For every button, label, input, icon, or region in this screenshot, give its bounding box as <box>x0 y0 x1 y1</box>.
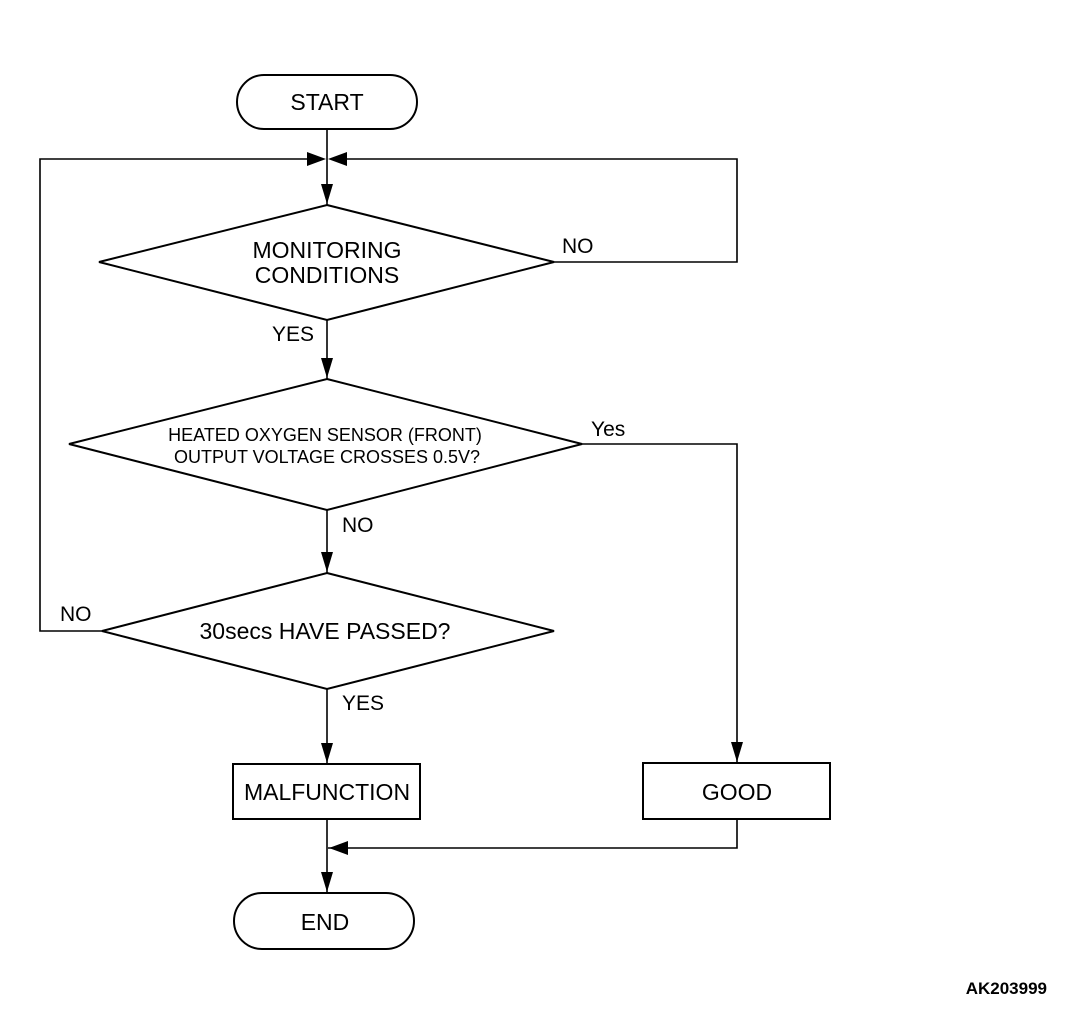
arrowhead-left <box>329 841 348 855</box>
label-monitoring-yes: YES <box>272 323 314 346</box>
decision-monitoring-conditions: MONITORING CONDITIONS <box>98 203 555 322</box>
decision-timer-text: 30secs HAVE PASSED? <box>200 618 451 644</box>
arrowhead-down <box>321 552 333 572</box>
label-sensor-yes: Yes <box>591 418 625 441</box>
decision-sensor-crosses: HEATED OXYGEN SENSOR (FRONT) OUTPUT VOLT… <box>68 377 583 512</box>
arrowhead-right <box>307 152 326 166</box>
malfunction-box <box>232 763 421 820</box>
arrowhead-down <box>731 742 743 762</box>
decision-sensor-line2: OUTPUT VOLTAGE CROSSES 0.5V? <box>174 447 480 467</box>
arrowhead-down <box>321 358 333 378</box>
decision-timer-passed: 30secs HAVE PASSED? <box>101 571 555 691</box>
connector-monitoring-no-loop <box>347 158 738 263</box>
start-label: START <box>290 89 363 115</box>
decision-monitoring-line1: MONITORING <box>252 237 401 263</box>
good-label: GOOD <box>702 779 772 805</box>
arrowhead-left <box>328 152 347 166</box>
end-shape <box>233 892 415 950</box>
result-good: GOOD <box>642 762 831 820</box>
label-timer-yes: YES <box>342 692 384 715</box>
label-sensor-no: NO <box>342 514 374 537</box>
good-box <box>642 762 831 820</box>
label-monitoring-no: NO <box>562 235 594 258</box>
connector-good-to-end <box>328 819 738 849</box>
start-node: START <box>236 74 418 130</box>
arrowhead-down <box>321 184 333 204</box>
result-malfunction: MALFUNCTION <box>232 763 421 820</box>
arrowhead-down <box>321 872 333 892</box>
end-label: END <box>301 909 350 935</box>
label-timer-no: NO <box>60 603 92 626</box>
decision-sensor-line1: HEATED OXYGEN SENSOR (FRONT) <box>168 425 482 445</box>
end-node: END <box>233 892 415 950</box>
figure-code: AK203999 <box>966 979 1047 998</box>
connector-timer-no-loop <box>39 158 307 632</box>
decision-monitoring-line2: CONDITIONS <box>255 262 399 288</box>
connector-sensor-yes-to-good <box>582 443 738 763</box>
malfunction-label: MALFUNCTION <box>244 779 410 805</box>
arrowhead-down <box>321 743 333 763</box>
